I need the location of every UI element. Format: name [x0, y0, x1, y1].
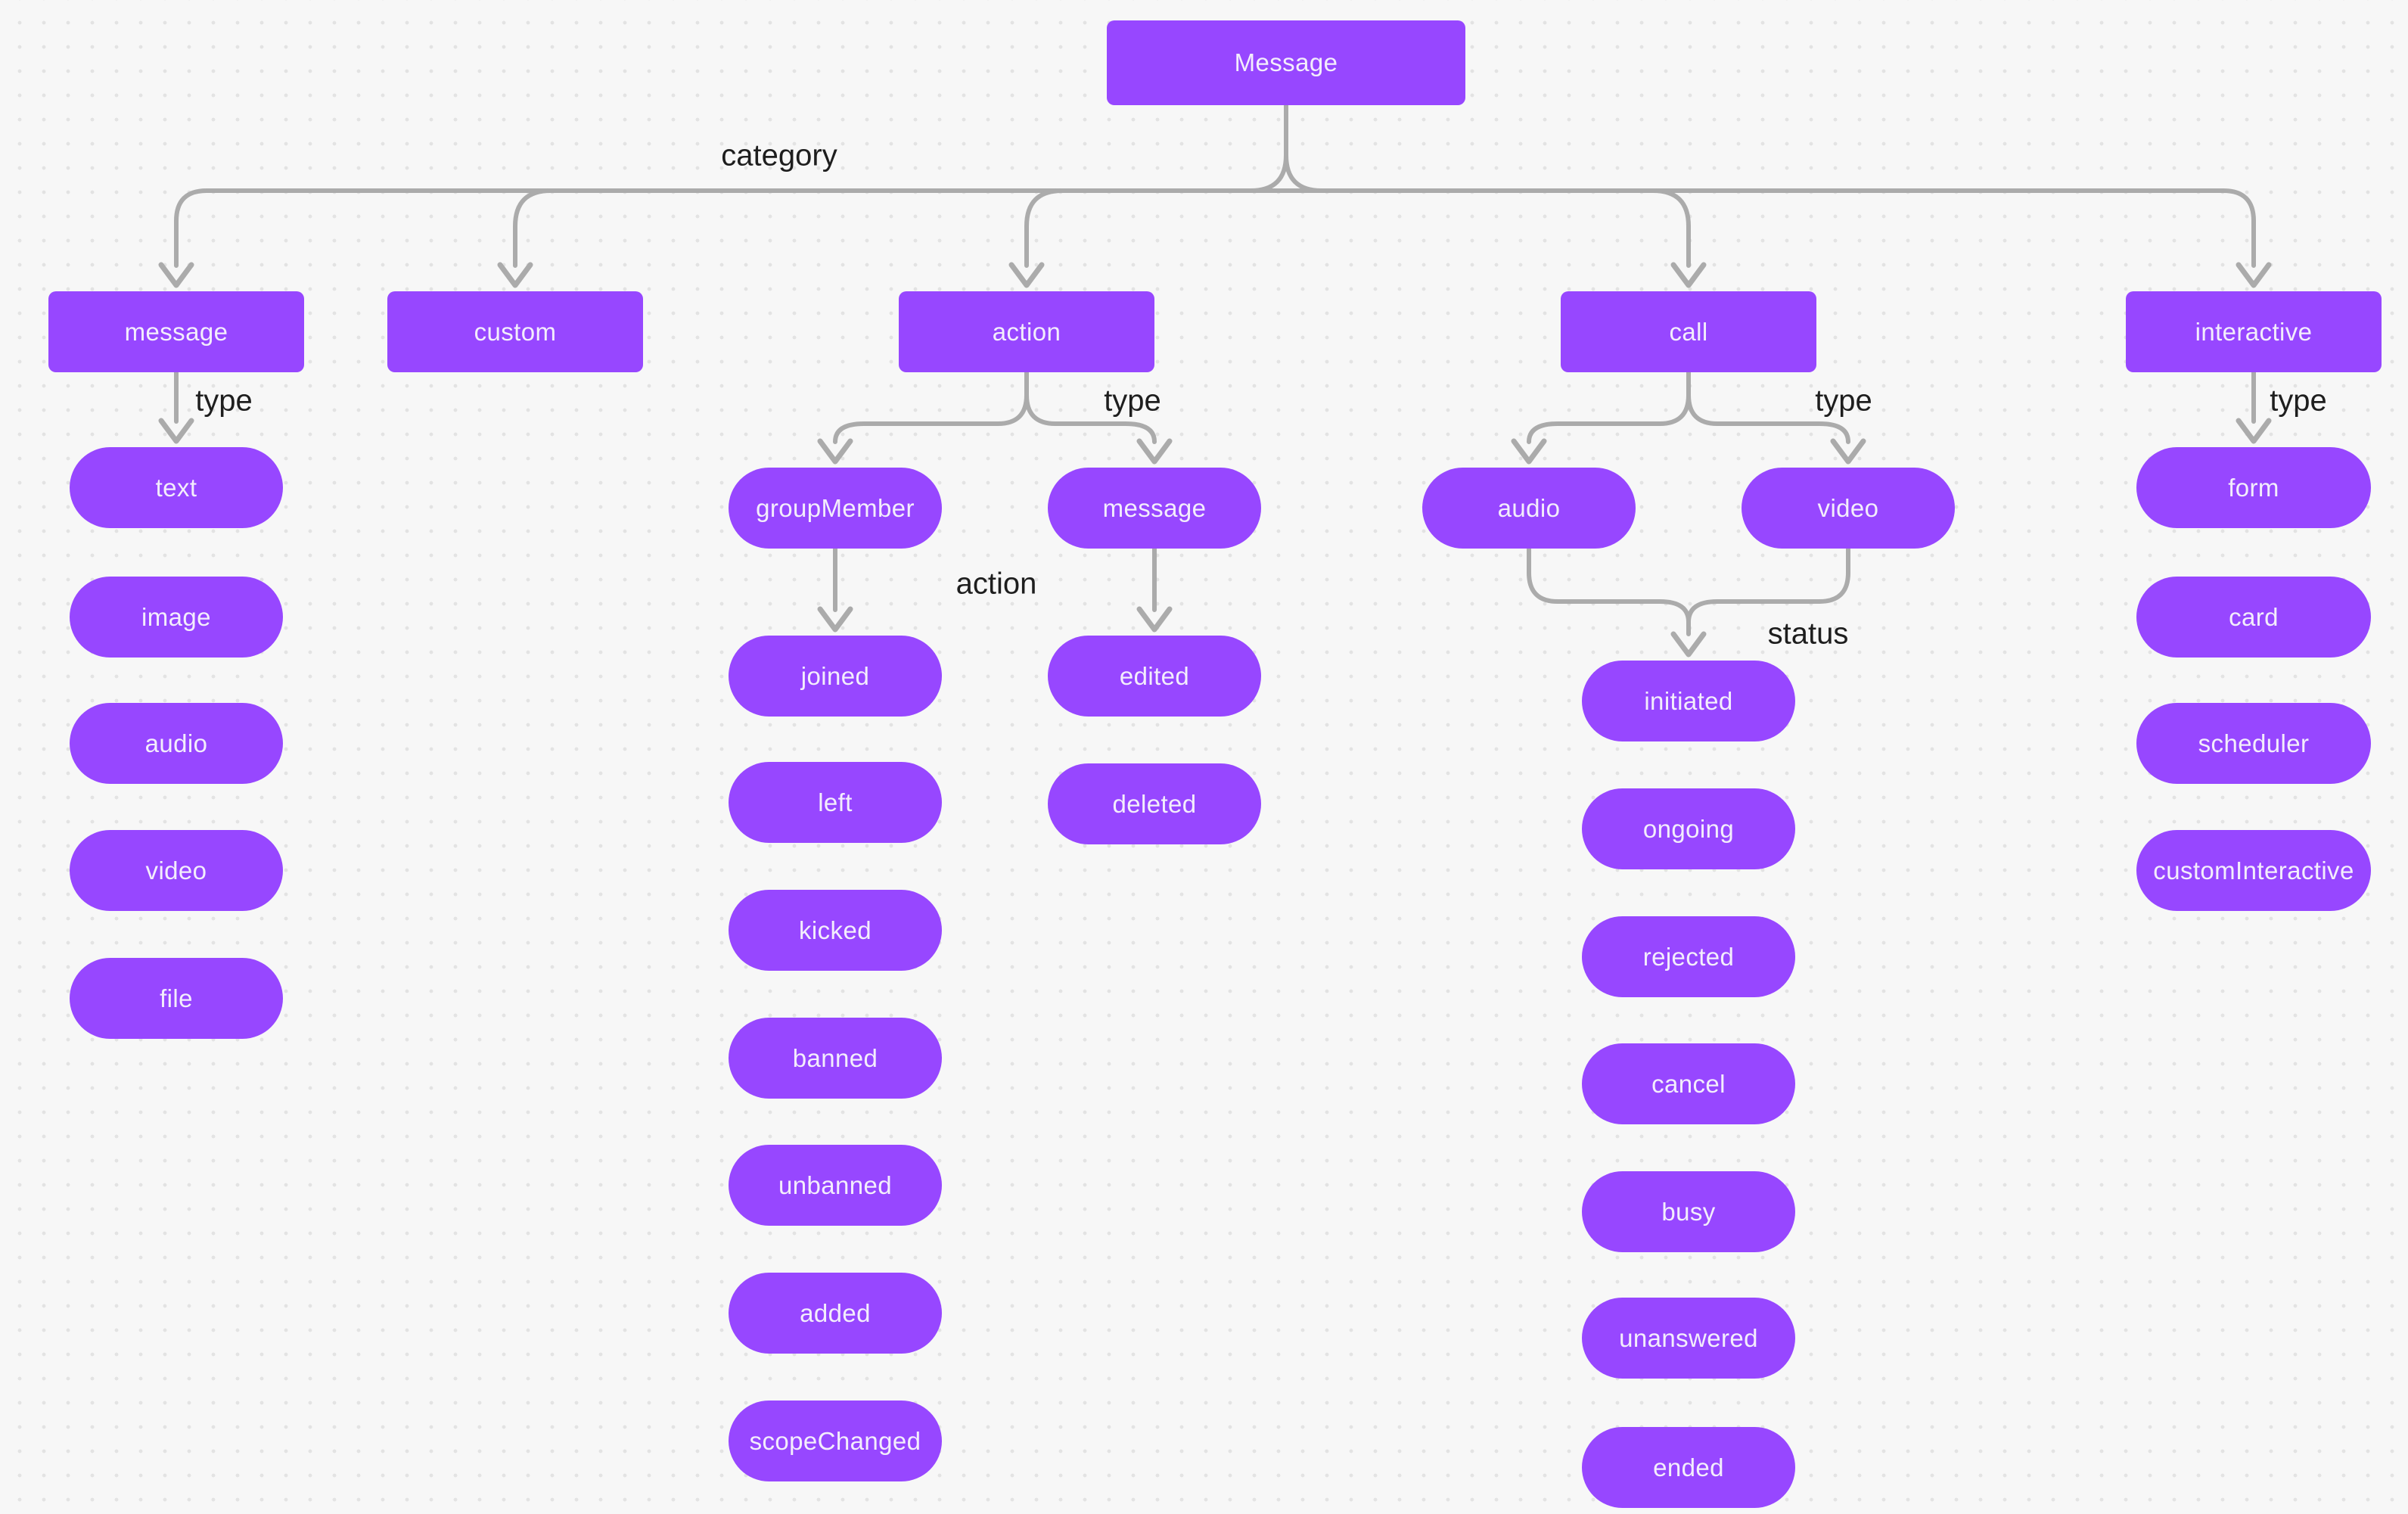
edge-label-type-message[interactable]: type — [195, 384, 253, 418]
category-node-call[interactable]: call — [1561, 291, 1816, 372]
connector-edge — [174, 188, 2256, 268]
arrowhead-icon — [2236, 418, 2272, 444]
call-status-node-ended[interactable]: ended — [1582, 1427, 1795, 1508]
action-type-node-message[interactable]: message — [1048, 468, 1261, 549]
group-action-node-kicked[interactable]: kicked — [729, 890, 942, 971]
arrowhead-icon — [158, 418, 194, 444]
category-node-interactive[interactable]: interactive — [2126, 291, 2382, 372]
edge-label-type-call[interactable]: type — [1815, 384, 1872, 418]
call-type-node-video[interactable]: video — [1742, 468, 1955, 549]
arrowhead-icon — [1136, 438, 1173, 465]
arrowhead-icon — [1136, 606, 1173, 633]
arrowhead-icon — [817, 606, 853, 633]
connector-edge — [513, 188, 553, 268]
edge-label-type-action[interactable]: type — [1104, 384, 1161, 418]
group-action-node-unbanned[interactable]: unbanned — [729, 1145, 942, 1226]
interactive-type-node-scheduler[interactable]: scheduler — [2136, 703, 2371, 784]
interactive-type-node-form[interactable]: form — [2136, 447, 2371, 528]
call-status-node-unanswered[interactable]: unanswered — [1582, 1298, 1795, 1379]
root-node[interactable]: Message — [1107, 20, 1465, 105]
arrowhead-icon — [2236, 262, 2272, 288]
arrowhead-icon — [1670, 631, 1707, 658]
arrowhead-icon — [817, 438, 853, 465]
message-type-node-audio[interactable]: audio — [70, 703, 283, 784]
edge-label-status[interactable]: status — [1767, 617, 1849, 651]
category-node-custom[interactable]: custom — [387, 291, 643, 372]
connector-edge — [1248, 103, 1324, 193]
edge-label-category[interactable]: category — [721, 138, 837, 173]
call-status-node-busy[interactable]: busy — [1582, 1171, 1795, 1252]
edge-label-type-interactive[interactable]: type — [2270, 384, 2327, 418]
message-action-node-edited[interactable]: edited — [1048, 636, 1261, 717]
connector-edge — [833, 370, 1157, 444]
call-type-node-audio[interactable]: audio — [1422, 468, 1636, 549]
call-status-node-ongoing[interactable]: ongoing — [1582, 788, 1795, 869]
connector-edge — [1651, 188, 1691, 268]
arrowhead-icon — [1511, 438, 1547, 465]
arrowhead-icon — [1670, 262, 1707, 288]
arrowhead-icon — [497, 262, 533, 288]
group-action-node-joined[interactable]: joined — [729, 636, 942, 717]
group-action-node-banned[interactable]: banned — [729, 1018, 942, 1099]
category-node-message[interactable]: message — [48, 291, 304, 372]
message-type-node-text[interactable]: text — [70, 447, 283, 528]
arrowhead-icon — [1830, 438, 1866, 465]
connector-edge — [1527, 546, 1850, 636]
interactive-type-node-card[interactable]: card — [2136, 577, 2371, 658]
group-action-node-scopechanged[interactable]: scopeChanged — [729, 1401, 942, 1481]
group-action-node-added[interactable]: added — [729, 1273, 942, 1354]
call-status-node-cancel[interactable]: cancel — [1582, 1043, 1795, 1124]
message-type-node-file[interactable]: file — [70, 958, 283, 1039]
edge-label-action[interactable]: action — [955, 567, 1037, 601]
action-type-node-groupmember[interactable]: groupMember — [729, 468, 942, 549]
message-type-node-video[interactable]: video — [70, 830, 283, 911]
group-action-node-left[interactable]: left — [729, 762, 942, 843]
call-status-node-initiated[interactable]: initiated — [1582, 661, 1795, 741]
call-status-node-rejected[interactable]: rejected — [1582, 916, 1795, 997]
arrowhead-icon — [158, 262, 194, 288]
arrowhead-icon — [1008, 262, 1045, 288]
connector-edge — [1024, 188, 1064, 268]
message-action-node-deleted[interactable]: deleted — [1048, 763, 1261, 844]
message-type-node-image[interactable]: image — [70, 577, 283, 658]
category-node-action[interactable]: action — [899, 291, 1154, 372]
connector-edge — [1527, 370, 1850, 444]
interactive-type-node-custominteractive[interactable]: customInteractive — [2136, 830, 2371, 911]
